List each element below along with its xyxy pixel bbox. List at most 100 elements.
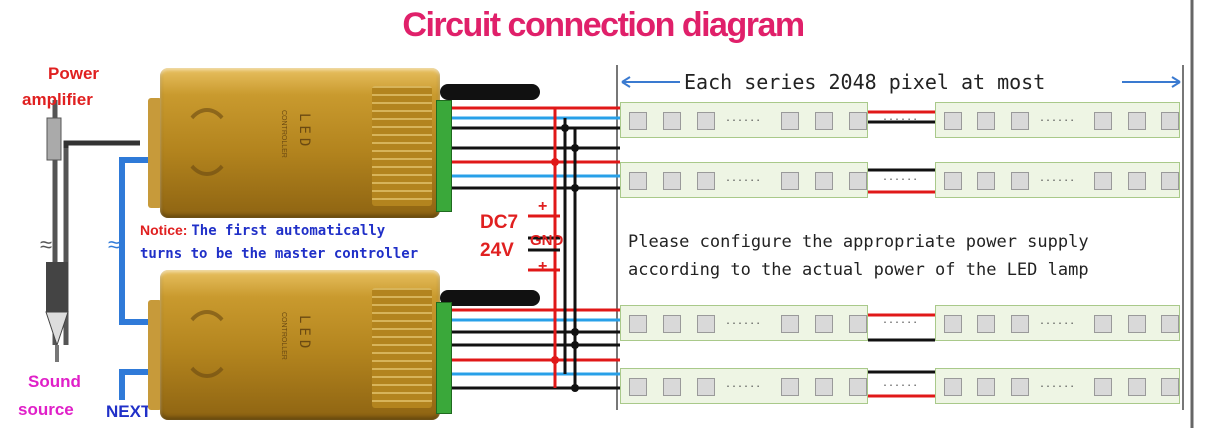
led-chip — [1128, 172, 1146, 190]
led-chip — [849, 378, 867, 396]
led-chip — [663, 378, 681, 396]
led-chip — [1011, 112, 1029, 130]
led-chip — [815, 172, 833, 190]
led-chip — [1094, 315, 1112, 333]
strip-ellipsis: ...... — [725, 316, 762, 327]
wireless-icon — [182, 310, 232, 378]
strip-ellipsis: ...... — [1039, 173, 1076, 184]
bottom-controller-endcap — [148, 300, 162, 410]
top-controller-subtext: CONTROLLER — [280, 110, 287, 158]
audio-cable — [45, 100, 140, 362]
top-controller-endcap — [148, 98, 162, 208]
power-amplifier-label-1: Power — [48, 64, 100, 83]
led-chip — [1161, 378, 1179, 396]
led-chip — [629, 172, 647, 190]
notice-line-1: Notice: The first automatically — [140, 222, 385, 239]
led-chip — [1011, 315, 1029, 333]
bottom-led-controller: LED CONTROLLER — [160, 270, 440, 420]
led-chip — [781, 172, 799, 190]
led-chip — [781, 112, 799, 130]
led-chip — [944, 378, 962, 396]
led-strip-segment: ...... — [935, 305, 1180, 341]
bottom-terminal-block — [436, 302, 452, 414]
led-strip-segment: ...... — [935, 368, 1180, 404]
power-note-line-1: Please configure the appropriate power s… — [628, 232, 1089, 252]
sound-source-label-1: Sound — [28, 372, 81, 391]
strip-link-ellipsis: ...... — [882, 378, 919, 389]
led-chip — [849, 315, 867, 333]
led-chip — [781, 378, 799, 396]
led-chip — [977, 378, 995, 396]
led-strip-segment: ...... — [620, 162, 868, 198]
led-strip-segment: ...... — [935, 102, 1180, 138]
led-strip-segment: ...... — [935, 162, 1180, 198]
led-chip — [1011, 172, 1029, 190]
strip-link-ellipsis: ...... — [882, 315, 919, 326]
top-led-controller: LED CONTROLLER — [160, 68, 440, 218]
led-chip — [629, 378, 647, 396]
led-chip — [944, 112, 962, 130]
led-chip — [977, 112, 995, 130]
bottom-controller-subtext: CONTROLLER — [280, 312, 287, 360]
led-chip — [977, 315, 995, 333]
power-amplifier-label-2: amplifier — [22, 90, 93, 109]
plus-terminal-bottom: + — [538, 258, 548, 275]
notice-prefix: Notice: — [140, 222, 188, 238]
led-chip — [697, 378, 715, 396]
led-chip — [815, 378, 833, 396]
dc-voltage-label-2: 24V — [480, 240, 514, 261]
top-antenna — [440, 84, 540, 100]
led-chip — [629, 315, 647, 333]
strip-link-ellipsis: ...... — [882, 172, 919, 183]
sound-source-label-2: source — [18, 400, 74, 419]
led-strip-segment: ...... — [620, 368, 868, 404]
dc-voltage-label-1: DC7 — [480, 212, 519, 233]
approx-symbol-sync: ≈ — [108, 232, 121, 257]
led-chip — [1128, 315, 1146, 333]
sync-cable — [119, 157, 150, 325]
approx-symbol-cable: ≈ — [40, 232, 53, 257]
strip-ellipsis: ...... — [725, 379, 762, 390]
strip-ellipsis: ...... — [1039, 113, 1076, 124]
led-chip — [663, 112, 681, 130]
led-chip — [663, 315, 681, 333]
led-chip — [781, 315, 799, 333]
strip-connector-wires — [868, 110, 935, 398]
bottom-controller-text: LED — [296, 315, 312, 353]
top-terminal-block — [436, 100, 452, 212]
diagram-title: Circuit connection diagram — [402, 6, 805, 44]
strip-ellipsis: ...... — [1039, 316, 1076, 327]
plus-terminal-top: + — [538, 198, 548, 215]
led-chip — [1161, 315, 1179, 333]
strip-link-ellipsis: ...... — [882, 112, 919, 123]
series-span-arrow — [621, 76, 1181, 88]
gnd-label: GND — [530, 232, 564, 249]
led-chip — [1094, 112, 1112, 130]
bottom-antenna — [440, 290, 540, 306]
power-bus — [551, 108, 579, 392]
top-output-wires — [450, 106, 620, 190]
led-chip — [977, 172, 995, 190]
led-chip — [944, 315, 962, 333]
led-chip — [1011, 378, 1029, 396]
led-strip-segment: ...... — [620, 305, 868, 341]
led-chip — [1128, 378, 1146, 396]
next-cable — [119, 369, 150, 400]
next-label: NEXT — [106, 402, 152, 421]
led-chip — [1094, 378, 1112, 396]
series-limit-note: Each series 2048 pixel at most — [684, 70, 1046, 94]
notice-text-2: turns to be the master controller — [140, 246, 419, 262]
led-chip — [663, 172, 681, 190]
led-chip — [815, 315, 833, 333]
led-chip — [629, 112, 647, 130]
led-strip-segment: ...... — [620, 102, 868, 138]
top-controller-text: LED — [296, 113, 312, 151]
led-chip — [849, 172, 867, 190]
led-chip — [849, 112, 867, 130]
notice-text-1: The first automatically — [191, 223, 386, 239]
led-chip — [1161, 172, 1179, 190]
strip-ellipsis: ...... — [1039, 379, 1076, 390]
bottom-output-wires — [450, 308, 620, 390]
led-chip — [1094, 172, 1112, 190]
